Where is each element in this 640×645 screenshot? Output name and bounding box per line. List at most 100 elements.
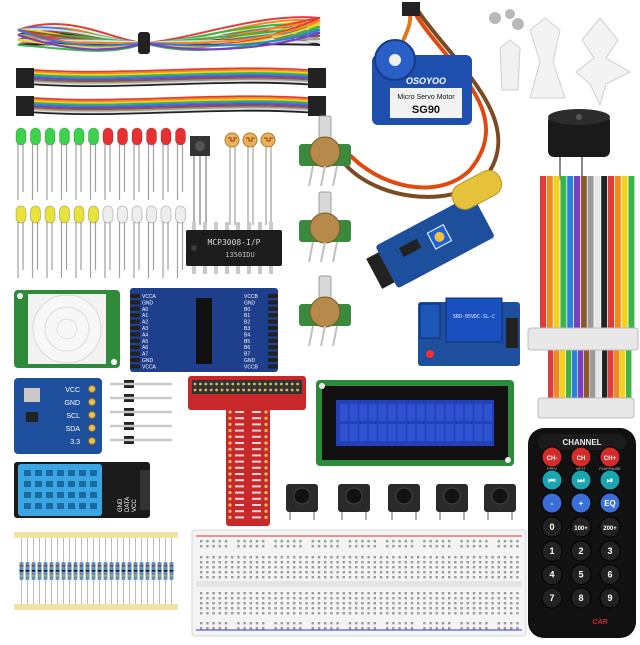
breadboard-hole	[516, 592, 519, 595]
level-shifter-label: A7	[142, 352, 148, 358]
ribbon-stripe	[614, 350, 620, 400]
level-shifter-pin	[130, 351, 140, 356]
breadboard-hole	[243, 545, 246, 548]
breadboard-hole	[423, 627, 426, 630]
ribbon-wire	[33, 100, 309, 106]
breadboard-hole	[355, 571, 358, 574]
remote-digit-button-label: 4	[549, 570, 554, 580]
breadboard-hole	[448, 556, 451, 559]
breadboard-hole	[212, 545, 215, 548]
breadboard-hole	[441, 571, 445, 574]
breadboard-hole	[373, 561, 376, 564]
breadboard-hole	[460, 607, 463, 610]
dht-grille-slot	[35, 503, 42, 509]
breadboard-hole	[466, 612, 469, 615]
breadboard-hole	[466, 607, 469, 610]
breadboard-hole	[255, 622, 259, 625]
cobbler-pin	[296, 388, 299, 392]
level-shifter-label: B6	[244, 345, 250, 351]
breadboard-hole	[293, 576, 296, 579]
breadboard-hole	[324, 607, 327, 610]
breadboard-hole	[398, 627, 401, 630]
ldr-track	[264, 137, 273, 142]
led-assortment	[15, 127, 186, 278]
breadboard-hole	[317, 540, 321, 543]
breadboard-hole	[435, 607, 438, 610]
breadboard-hole	[454, 602, 457, 605]
cobbler-label-mark	[235, 417, 244, 420]
breadboard-hole	[472, 627, 476, 630]
breadboard-hole	[200, 540, 203, 543]
chip-pins	[192, 222, 273, 274]
led-icon	[88, 205, 99, 224]
breadboard-hole	[460, 540, 463, 543]
breadboard-hole	[491, 571, 494, 574]
lcd-char-cell	[349, 424, 358, 441]
resistor-band	[127, 570, 132, 572]
ribbon-connector	[16, 96, 34, 116]
breadboard-hole	[255, 627, 259, 630]
breadboard-hole	[200, 556, 203, 559]
potentiometer-icon	[309, 136, 341, 168]
breadboard-hole	[429, 627, 432, 630]
breadboard-hole	[479, 622, 482, 625]
breadboard-hole	[243, 576, 246, 579]
breadboard-hole	[249, 612, 252, 615]
breadboard-hole	[293, 612, 296, 615]
breadboard-hole	[224, 545, 228, 548]
cobbler-label-mark	[235, 510, 244, 513]
breadboard-hole	[299, 556, 302, 559]
dht-grille-slot	[46, 492, 53, 498]
breadboard-hole	[441, 540, 445, 543]
breadboard-hole	[280, 576, 283, 579]
dht-grille-slot	[46, 470, 53, 476]
breadboard-hole	[280, 545, 283, 548]
breadboard-hole	[348, 622, 352, 625]
ribbon-wire	[33, 80, 309, 86]
breadboard-hole	[503, 612, 507, 615]
breadboard-hole	[224, 556, 228, 559]
led-icon	[73, 127, 85, 146]
resistor-band	[145, 565, 150, 567]
breadboard-hole	[348, 597, 352, 600]
lcd-char-cell	[340, 424, 348, 441]
breadboard-hole	[441, 612, 445, 615]
dht-grille-slot	[79, 492, 86, 498]
breadboard-hole	[342, 576, 345, 579]
breadboard-hole	[454, 556, 457, 559]
lcd-display-module	[316, 380, 514, 466]
lcd-char-cell	[455, 424, 464, 441]
dht-grille-slot	[57, 470, 64, 476]
breadboard-hole	[448, 571, 451, 574]
breadboard-hole	[243, 571, 246, 574]
trimmer-screw	[434, 231, 445, 242]
chip-body	[186, 230, 282, 266]
cobbler-pin	[269, 382, 272, 386]
resistor-tape-top	[14, 532, 178, 538]
breadboard-hole	[249, 622, 252, 625]
breadboard-hole	[361, 592, 364, 595]
breadboard-hole	[336, 597, 339, 600]
cobbler-pin	[242, 382, 246, 386]
dht-grille-slot	[24, 470, 31, 476]
cobbler-pin	[228, 509, 232, 513]
breadboard-hole	[206, 602, 209, 605]
breadboard-hole	[367, 627, 370, 630]
level-shifter-pin	[268, 300, 278, 305]
breadboard-hole	[479, 597, 482, 600]
ribbon-stripe	[578, 350, 584, 400]
breadboard-hole	[324, 545, 327, 548]
breadboard-hole	[472, 612, 476, 615]
breadboard-hole	[224, 540, 228, 543]
breadboard-hole	[367, 566, 370, 569]
breadboard-hole	[503, 576, 507, 579]
breadboard-hole	[286, 597, 290, 600]
breadboard-hole	[336, 545, 339, 548]
breadboard-hole	[373, 566, 376, 569]
breadboard-hole	[212, 571, 215, 574]
breadboard-hole	[317, 607, 321, 610]
resistor-band	[61, 565, 66, 567]
breadboard-hole	[404, 545, 407, 548]
breadboard-hole	[491, 592, 494, 595]
breadboard-hole	[417, 571, 420, 574]
